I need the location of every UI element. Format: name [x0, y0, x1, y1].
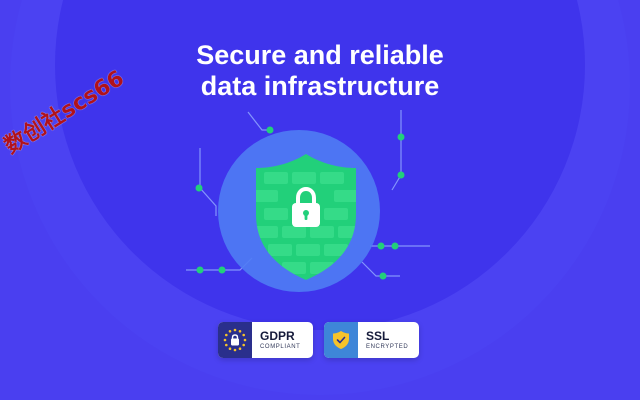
ssl-badge-subtitle: ENCRYPTED — [366, 343, 409, 350]
circuit-node — [391, 242, 399, 250]
circuit-node — [397, 133, 405, 141]
ssl-badge-title: SSL — [366, 328, 390, 343]
circuit-node — [218, 266, 226, 274]
circuit-line — [361, 261, 400, 277]
gdpr-badge: GDPR COMPLIANT — [218, 322, 313, 358]
circuit-node — [379, 272, 387, 280]
circuit-node — [397, 171, 405, 179]
page-title: Secure and reliable data infrastructure — [0, 40, 640, 102]
circuit-node — [195, 184, 203, 192]
circuit-node — [196, 266, 204, 274]
circuit-node — [266, 126, 274, 134]
circuit-node — [377, 242, 385, 250]
title-line-1: Secure and reliable — [196, 40, 444, 70]
circuit-line — [199, 148, 217, 216]
title-line-2: data infrastructure — [200, 71, 440, 101]
eu-stars-lock-icon — [218, 322, 252, 358]
circuit-line — [247, 111, 270, 131]
lock-icon — [292, 186, 320, 227]
gdpr-badge-title: GDPR — [260, 328, 295, 343]
gdpr-badge-subtitle: COMPLIANT — [260, 343, 301, 350]
shield-check-icon — [324, 322, 358, 358]
ssl-badge: SSL ENCRYPTED — [324, 322, 419, 358]
